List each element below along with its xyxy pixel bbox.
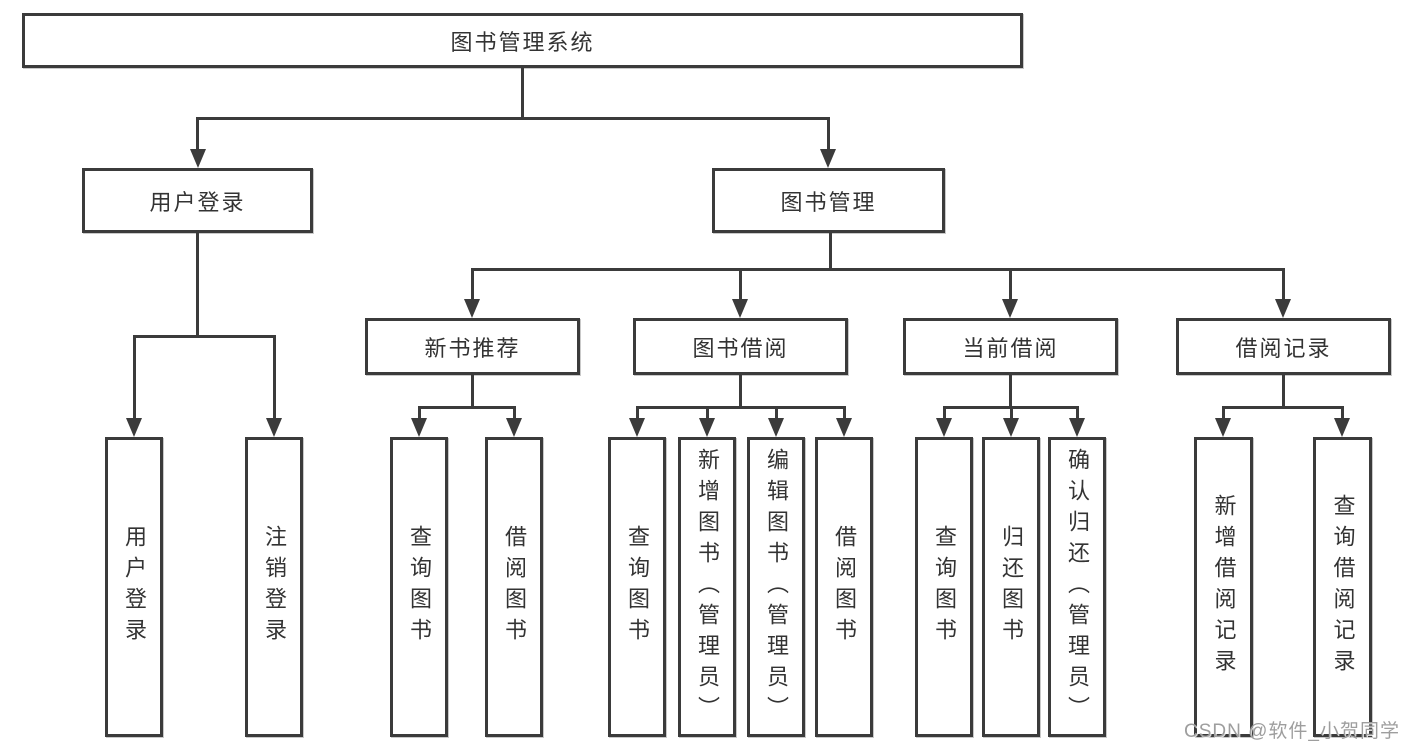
connector-level3-bus xyxy=(471,268,1285,271)
connector-drop-leaf xyxy=(418,406,421,419)
leaf-edit-books-admin: 编辑图书（管理员） xyxy=(747,437,805,737)
connector-borrow-records-bar xyxy=(1222,406,1344,409)
connector-book-borrow-bar xyxy=(636,406,846,409)
leaf-label: 新增借阅记录 xyxy=(1211,494,1237,680)
leaf-label: 新增图书（管理员） xyxy=(695,447,720,727)
connector-new-books-stem xyxy=(471,375,474,408)
connector-drop-leaf xyxy=(706,406,709,419)
leaf-label: 查询图书 xyxy=(407,525,432,649)
leaf-confirm-return-admin: 确认归还（管理员） xyxy=(1048,437,1106,737)
connector-drop-leaf xyxy=(1341,406,1344,419)
arrow-down-icon xyxy=(411,418,427,437)
connector-drop-leaf xyxy=(636,406,639,419)
leaf-query-books-2: 查询图书 xyxy=(608,437,666,737)
connector-user-login-bar xyxy=(133,335,276,338)
connector-drop-borrow-records xyxy=(1282,268,1285,300)
node-new-books-label: 新书推荐 xyxy=(424,335,521,361)
leaf-label: 注销登录 xyxy=(262,525,287,649)
connector-drop-leaf xyxy=(775,406,778,419)
connector-current-borrow-stem xyxy=(1009,375,1012,408)
connector-drop-leaf xyxy=(273,335,276,419)
arrow-down-icon xyxy=(1069,418,1085,437)
leaf-label: 查询图书 xyxy=(932,525,957,649)
arrow-down-icon xyxy=(464,299,480,318)
connector-book-mgmt-stem xyxy=(829,233,832,269)
node-user-login-label: 用户登录 xyxy=(149,189,246,215)
leaf-label: 用户登录 xyxy=(122,525,147,649)
arrow-down-icon xyxy=(266,418,282,437)
leaf-add-books-admin: 新增图书（管理员） xyxy=(678,437,736,737)
arrow-down-icon xyxy=(936,418,952,437)
arrow-down-icon xyxy=(820,149,836,168)
node-borrow-records: 借阅记录 xyxy=(1176,318,1391,375)
watermark: CSDN @软件_小贺同学 xyxy=(1184,721,1400,742)
leaf-label: 借阅图书 xyxy=(502,525,527,649)
leaf-label: 确认归还（管理员） xyxy=(1065,447,1090,727)
leaf-add-borrow-record: 新增借阅记录 xyxy=(1194,437,1253,737)
arrow-down-icon xyxy=(190,149,206,168)
node-book-mgmt: 图书管理 xyxy=(712,168,945,233)
leaf-user-login: 用户登录 xyxy=(105,437,163,737)
connector-drop-book-mgmt xyxy=(827,117,830,150)
arrow-down-icon xyxy=(1334,418,1350,437)
connector-drop-leaf xyxy=(513,406,516,419)
leaf-logout: 注销登录 xyxy=(245,437,303,737)
connector-drop-leaf xyxy=(943,406,946,419)
arrow-down-icon xyxy=(629,418,645,437)
connector-drop-leaf xyxy=(133,335,136,419)
leaf-label: 编辑图书（管理员） xyxy=(764,447,789,727)
node-book-borrow-label: 图书借阅 xyxy=(692,335,789,361)
leaf-label: 借阅图书 xyxy=(832,525,857,649)
arrow-down-icon xyxy=(1215,418,1231,437)
connector-drop-leaf xyxy=(1222,406,1225,419)
connector-drop-leaf xyxy=(1076,406,1079,419)
connector-drop-user-login xyxy=(196,117,199,150)
node-borrow-records-label: 借阅记录 xyxy=(1235,335,1332,361)
node-new-books: 新书推荐 xyxy=(365,318,580,375)
leaf-query-borrow-record: 查询借阅记录 xyxy=(1313,437,1372,737)
connector-borrow-records-stem xyxy=(1282,375,1285,408)
connector-drop-new-books xyxy=(471,268,474,300)
arrow-down-icon xyxy=(699,418,715,437)
leaf-label: 查询图书 xyxy=(625,525,650,649)
connector-drop-leaf xyxy=(1010,406,1013,419)
node-root-label: 图书管理系统 xyxy=(450,29,595,55)
connector-drop-leaf xyxy=(843,406,846,419)
arrow-down-icon xyxy=(1275,299,1291,318)
node-current-borrow-label: 当前借阅 xyxy=(962,335,1059,361)
connector-user-login-stem xyxy=(196,233,199,336)
node-current-borrow: 当前借阅 xyxy=(903,318,1118,375)
connector-drop-book-borrow xyxy=(739,268,742,300)
arrow-down-icon xyxy=(836,418,852,437)
arrow-down-icon xyxy=(506,418,522,437)
node-root: 图书管理系统 xyxy=(22,13,1023,68)
connector-level2-bus xyxy=(196,117,830,120)
leaf-query-books-3: 查询图书 xyxy=(915,437,973,737)
leaf-query-books-1: 查询图书 xyxy=(390,437,448,737)
node-user-login: 用户登录 xyxy=(82,168,313,233)
connector-root-stem xyxy=(521,68,524,119)
leaf-return-books: 归还图书 xyxy=(982,437,1040,737)
connector-new-books-bar xyxy=(418,406,516,409)
connector-drop-current-borrow xyxy=(1009,268,1012,300)
arrow-down-icon xyxy=(1003,418,1019,437)
arrow-down-icon xyxy=(1002,299,1018,318)
arrow-down-icon xyxy=(732,299,748,318)
leaf-borrow-books-2: 借阅图书 xyxy=(815,437,873,737)
arrow-down-icon xyxy=(768,418,784,437)
arrow-down-icon xyxy=(126,418,142,437)
leaf-label: 归还图书 xyxy=(999,525,1024,649)
node-book-borrow: 图书借阅 xyxy=(633,318,848,375)
connector-book-borrow-stem xyxy=(739,375,742,408)
leaf-borrow-books-1: 借阅图书 xyxy=(485,437,543,737)
node-book-mgmt-label: 图书管理 xyxy=(780,189,877,215)
leaf-label: 查询借阅记录 xyxy=(1330,494,1356,680)
